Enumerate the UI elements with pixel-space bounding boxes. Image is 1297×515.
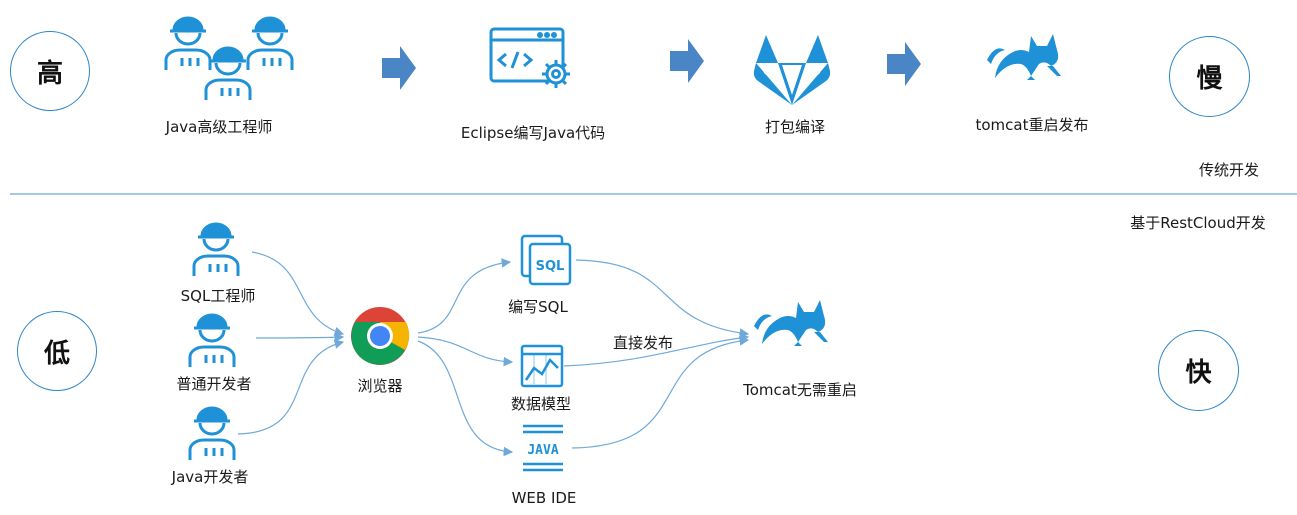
browser-label: 浏览器: [357, 377, 403, 395]
engineer-icon: [192, 222, 240, 276]
tool-label-sql: 编写SQL: [508, 298, 568, 316]
step-label-package: 打包编译: [764, 118, 826, 136]
engineers-group-icon: [164, 16, 294, 100]
tool-label-data-model: 数据模型: [510, 395, 572, 413]
level-low-text: 低: [43, 338, 70, 369]
svg-text:JAVA: JAVA: [527, 443, 558, 458]
edge-java-developer-browser: [237, 339, 345, 435]
flow-arrow-1: [382, 46, 416, 90]
flow-arrow-2: [670, 39, 704, 83]
edge-browser-webide: [417, 340, 514, 457]
edge-model-tomcat: [563, 333, 750, 367]
level-circle-slow: 慢: [1169, 36, 1250, 117]
data-model-chart-icon: [520, 344, 564, 388]
tomcat-cat-icon: [987, 34, 1061, 80]
edge-developer-browser: [255, 332, 345, 343]
engineer-icon: [188, 313, 236, 367]
user-label-java-developer: Java开发者: [171, 468, 249, 486]
level-fast-text: 快: [1185, 358, 1212, 388]
level-slow-text: 慢: [1196, 64, 1223, 94]
engineer-icon: [188, 406, 236, 460]
code-window-gear-icon: [489, 27, 570, 88]
tomcat-cat-icon: [754, 300, 828, 346]
svg-text:SQL: SQL: [536, 259, 565, 274]
section-label-restcloud: 基于RestCloud开发: [1130, 214, 1266, 232]
step-label-eclipse: Eclipse编写Java代码: [460, 124, 606, 142]
java-ide-icon: JAVA: [523, 424, 563, 472]
step-label-java-engineer: Java高级工程师: [165, 118, 273, 136]
user-label-sql-engineer: SQL工程师: [180, 287, 256, 305]
level-high-text: 高: [36, 58, 63, 89]
sql-icon: SQL: [520, 234, 572, 286]
tool-label-web-ide: WEB IDE: [511, 489, 577, 507]
publish-label: 直接发布: [612, 334, 674, 352]
target-label-tomcat: Tomcat无需重启: [743, 381, 857, 399]
section-label-traditional: 传统开发: [1198, 161, 1260, 179]
flow-arrow-3: [887, 42, 921, 86]
edge-webide-tomcat: [571, 336, 750, 449]
gitlab-fox-icon: [753, 35, 831, 105]
level-circle-low: 低: [17, 311, 97, 391]
step-label-tomcat-restart: tomcat重启发布: [975, 116, 1089, 134]
level-circle-high: 高: [10, 31, 90, 111]
edge-sql-engineer-browser: [251, 251, 345, 337]
edge-browser-sql: [417, 258, 512, 334]
user-label-developer: 普通开发者: [176, 375, 252, 393]
chrome-icon: [351, 307, 410, 365]
edge-browser-model: [417, 336, 514, 367]
level-circle-fast: 快: [1158, 330, 1239, 411]
edge-sql-tomcat: [575, 259, 750, 338]
